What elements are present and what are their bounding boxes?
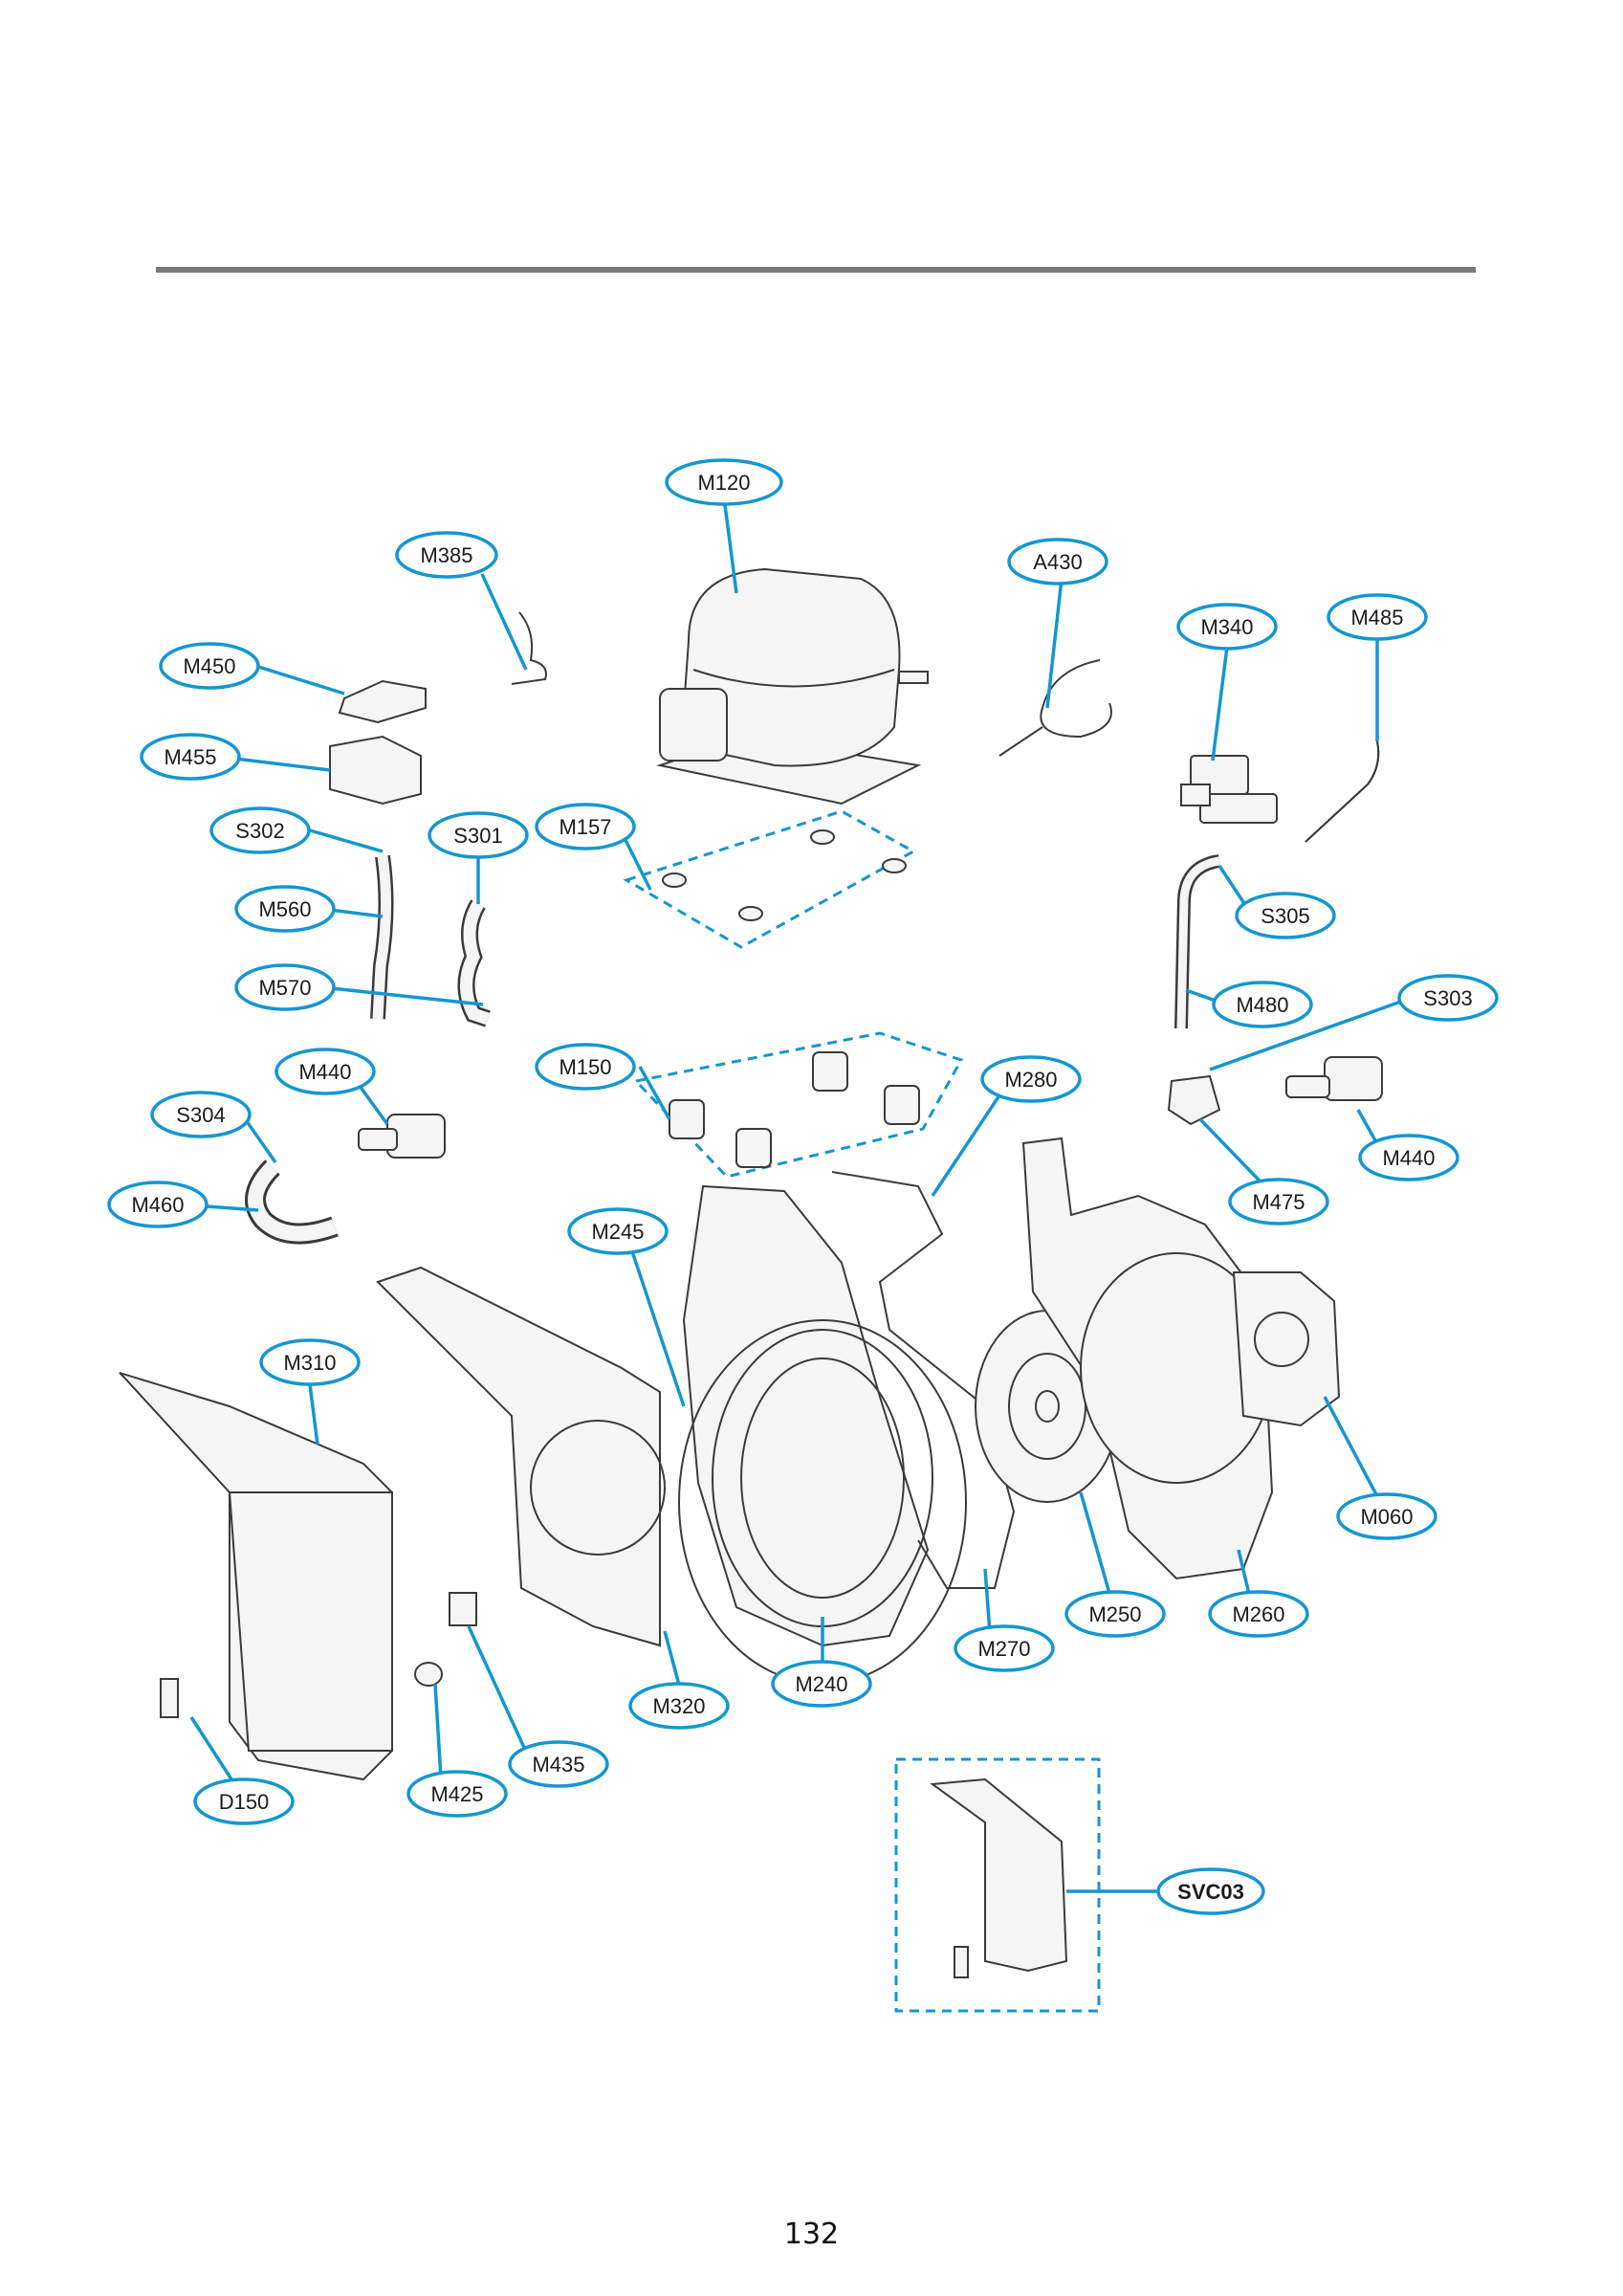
svg-text:M480: M480 — [1236, 993, 1288, 1017]
svc03-part — [930, 1777, 1068, 1973]
svg-text:M310: M310 — [283, 1351, 336, 1375]
svg-text:M150: M150 — [559, 1055, 611, 1079]
svg-text:M060: M060 — [1360, 1505, 1413, 1529]
callout-M260: M260 — [1208, 1590, 1309, 1638]
grommet-group-outline — [633, 1031, 964, 1179]
callout-S302: S302 — [209, 806, 311, 854]
svg-text:M260: M260 — [1232, 1602, 1284, 1626]
callout-M480: M480 — [1212, 981, 1313, 1028]
svg-text:M460: M460 — [131, 1193, 184, 1217]
svg-text:M450: M450 — [183, 654, 235, 678]
callout-A430: A430 — [1007, 538, 1108, 585]
svg-text:S304: S304 — [176, 1103, 225, 1127]
svg-text:M455: M455 — [164, 745, 216, 769]
page-number: 132 — [783, 2218, 840, 2251]
svg-text:M250: M250 — [1088, 1602, 1141, 1626]
callout-M270: M270 — [954, 1624, 1055, 1672]
svg-text:M485: M485 — [1350, 606, 1403, 629]
callout-SVC03: SVC03 — [1156, 1867, 1265, 1915]
hose-m485-part — [1305, 740, 1380, 843]
motor-part — [1232, 1271, 1341, 1427]
svg-text:S302: S302 — [235, 819, 284, 843]
svg-text:D150: D150 — [219, 1790, 270, 1814]
callout-M475: M475 — [1228, 1178, 1329, 1225]
svg-text:M340: M340 — [1200, 615, 1253, 639]
callout-M485: M485 — [1327, 593, 1428, 641]
bracket-part — [329, 735, 422, 806]
svg-text:M280: M280 — [1004, 1068, 1057, 1092]
svg-text:M425: M425 — [430, 1782, 483, 1806]
cap-part — [338, 679, 427, 724]
svg-text:M560: M560 — [258, 897, 311, 921]
svg-text:SVC03: SVC03 — [1177, 1880, 1244, 1904]
foot-group — [662, 829, 907, 921]
callout-M450: M450 — [159, 642, 260, 690]
svg-text:S301: S301 — [453, 824, 502, 848]
callout-M245: M245 — [567, 1207, 669, 1255]
callout-M240: M240 — [771, 1660, 872, 1708]
svg-text:A430: A430 — [1033, 550, 1082, 574]
callout-M385: M385 — [395, 531, 498, 579]
svg-text:M120: M120 — [697, 471, 750, 495]
svg-text:M270: M270 — [977, 1637, 1030, 1661]
svc03-box — [894, 1757, 1101, 2013]
callout-M310: M310 — [259, 1338, 361, 1386]
grommet-group — [669, 1051, 920, 1168]
header-rule — [156, 267, 1476, 273]
callout-M460: M460 — [107, 1181, 208, 1228]
svg-text:M435: M435 — [532, 1753, 584, 1777]
svg-text:M240: M240 — [795, 1672, 847, 1696]
callout-S305: S305 — [1235, 892, 1336, 939]
callout-M250: M250 — [1064, 1590, 1166, 1638]
svg-text:S303: S303 — [1423, 986, 1472, 1010]
fan-casing-part — [1021, 1137, 1274, 1580]
callout-S304: S304 — [150, 1091, 252, 1138]
svg-text:M440: M440 — [1382, 1146, 1435, 1170]
svg-text:M475: M475 — [1252, 1190, 1305, 1214]
svg-text:M320: M320 — [652, 1694, 705, 1718]
callout-M440-right: M440 — [1358, 1134, 1459, 1181]
callout-S303: S303 — [1397, 974, 1499, 1022]
gasket-part — [831, 1171, 1016, 1589]
compressor-part — [656, 567, 929, 806]
callout-M320: M320 — [628, 1682, 730, 1730]
callout-M340: M340 — [1176, 603, 1278, 651]
svg-text:M440: M440 — [298, 1060, 351, 1084]
callout-S301: S301 — [428, 811, 529, 859]
callout-M157: M157 — [535, 803, 636, 850]
bracket-m435-part — [449, 1592, 477, 1626]
callout-M440-left: M440 — [274, 1048, 376, 1095]
power-cord-part — [998, 659, 1112, 757]
callout-M120: M120 — [665, 458, 783, 506]
foot-group-outline — [623, 809, 917, 949]
water-valve-part — [1180, 755, 1278, 824]
svg-text:M245: M245 — [591, 1220, 644, 1244]
clip-d150-part — [160, 1678, 179, 1718]
callout-M280: M280 — [980, 1055, 1082, 1103]
callout-M435: M435 — [508, 1740, 609, 1788]
callout-M150: M150 — [535, 1043, 636, 1091]
callout-M425: M425 — [406, 1770, 508, 1818]
housing-part — [682, 1184, 933, 1647]
svg-text:M385: M385 — [420, 543, 472, 567]
callout-M455: M455 — [140, 733, 241, 781]
callout-D150: D150 — [193, 1777, 295, 1825]
svg-text:M570: M570 — [258, 976, 311, 1000]
grommet-part — [414, 1662, 443, 1687]
callout-M570: M570 — [234, 963, 336, 1011]
elbow-part — [1167, 1074, 1221, 1126]
duct-part — [376, 1266, 661, 1647]
pump-right-part — [1285, 1056, 1383, 1101]
svg-text:M157: M157 — [559, 815, 611, 839]
sensor-wire-part — [511, 611, 547, 685]
callout-M560: M560 — [234, 885, 336, 933]
callout-M060: M060 — [1336, 1492, 1437, 1540]
svg-text:S305: S305 — [1261, 904, 1309, 928]
pump-left-part — [358, 1114, 446, 1159]
